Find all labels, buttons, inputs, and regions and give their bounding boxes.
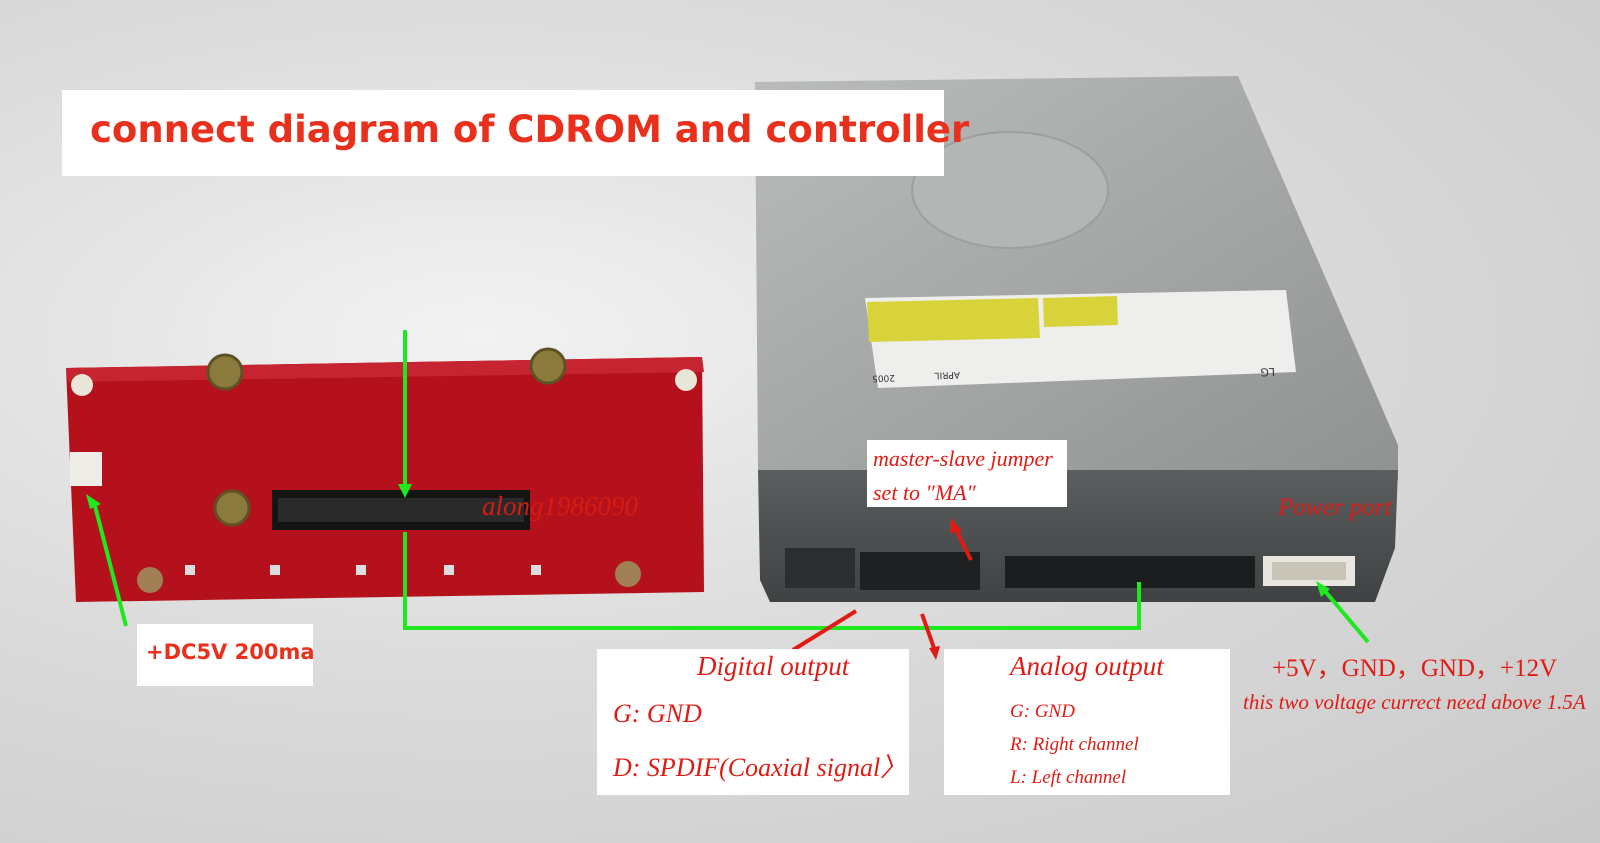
disc-lid-emboss	[911, 131, 1109, 249]
standoff-screw	[529, 347, 567, 385]
ribbon-connection-line	[398, 330, 1141, 630]
analog-output-arrow	[920, 613, 940, 660]
drive-brand: LG	[1260, 365, 1275, 379]
standoff-screw	[213, 489, 251, 527]
jumper-note-box: master-slave jumper set to "MA"	[867, 440, 1067, 507]
drive-month: APRIL	[934, 369, 960, 380]
analog-output-box: Analog output G: GND R: Right channel L:…	[944, 649, 1230, 795]
diagram-title: connect diagram of CDROM and controller	[90, 108, 970, 151]
title-box: connect diagram of CDROM and controller	[62, 90, 969, 176]
digital-output-spdif: D: SPDIF(Coaxial signal〉	[613, 753, 907, 782]
digital-output-box: Digital output G: GND D: SPDIF(Coaxial s…	[597, 649, 909, 795]
voltage-pinout: +5V，GND，GND，+12V	[1272, 655, 1558, 682]
mount-hole	[71, 374, 93, 396]
standoff-screw	[206, 353, 244, 391]
digital-output-arrow	[791, 609, 858, 652]
power-connector	[70, 452, 102, 486]
jumper-arrow	[950, 518, 973, 561]
watermark: along1986090	[482, 491, 639, 521]
analog-output-ground: G: GND	[1010, 701, 1075, 722]
dc-power-box: +DC5V 200ma	[137, 624, 315, 686]
digital-output-heading: Digital output	[697, 651, 850, 681]
analog-output-right: R: Right channel	[1010, 734, 1139, 755]
rca-jack	[615, 561, 641, 587]
power-port-label: Power port	[1278, 494, 1392, 521]
analog-output-heading: Analog output	[1010, 651, 1164, 681]
voltage-note: this two voltage currect need above 1.5A	[1243, 690, 1586, 714]
controller-board	[66, 347, 704, 602]
digital-output-ground: G: GND	[613, 699, 702, 728]
dc-power-label: +DC5V 200ma	[146, 640, 315, 664]
jumper-note-line1: master-slave jumper	[873, 446, 1053, 471]
power-port-arrow	[1316, 581, 1370, 644]
drive-date: 2005	[872, 372, 895, 383]
audio-connectors	[860, 552, 980, 590]
rca-jack	[137, 567, 163, 593]
mount-hole	[675, 369, 697, 391]
jumper-note-line2: set to "MA"	[873, 480, 976, 505]
dc-power-arrow	[86, 494, 128, 627]
analog-output-left: L: Left channel	[1010, 767, 1127, 788]
ide-socket	[1005, 556, 1255, 588]
